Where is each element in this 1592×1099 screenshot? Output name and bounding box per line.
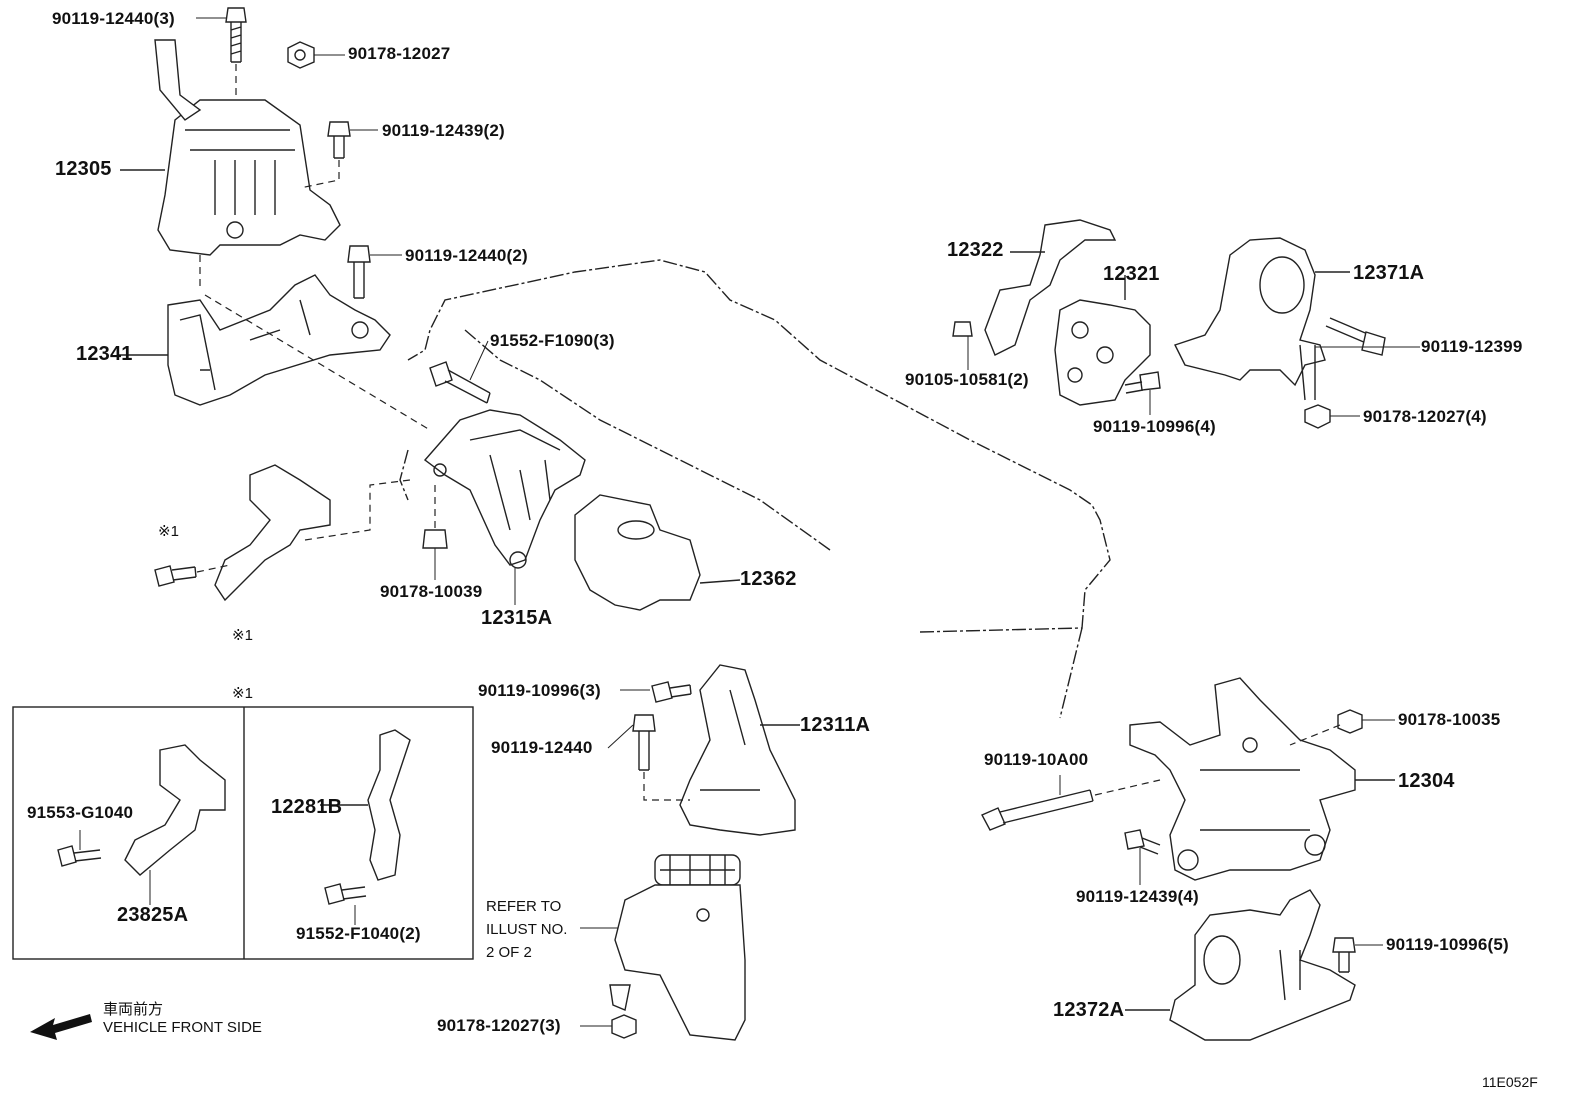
label-12371A: 12371A (1353, 262, 1425, 284)
part-12311A (679, 664, 800, 836)
label-12311A: 12311A (800, 714, 871, 736)
note-mark: ※1 (158, 523, 179, 540)
label-90178-12027-4: 90178-12027(4) (1363, 407, 1487, 426)
figure-code: 11E052F (1482, 1074, 1538, 1090)
bolt-90119-12439-4 (1124, 829, 1161, 855)
nut-90178-12027 (287, 41, 315, 69)
leader-lines (79, 17, 1420, 1027)
part-12372A (1125, 889, 1356, 1041)
front-arrow-icon (30, 1014, 92, 1040)
label-90178-10039: 90178-10039 (380, 582, 483, 601)
nut-90178-10039 (422, 480, 448, 549)
part-12341 (118, 274, 391, 406)
bolt-90119-12399 (1325, 317, 1386, 356)
direction-label-jp: 車両前方 (103, 1001, 164, 1018)
label-90178-10035: 90178-10035 (1398, 710, 1501, 729)
part-shield-left (214, 464, 411, 602)
inset-box (12, 706, 474, 960)
label-12315A: 12315A (481, 607, 553, 629)
refer-line: 2 OF 2 (486, 944, 532, 961)
label-12305: 12305 (55, 158, 112, 180)
dash-12341 (204, 294, 431, 431)
bolt-90119-10996-4 (1124, 371, 1161, 394)
label-90119-10A00: 90119-10A00 (984, 750, 1089, 769)
bolt-90119-10996-3 (651, 681, 692, 703)
refer-line: ILLUST NO. (486, 921, 568, 938)
label-12341: 12341 (76, 343, 133, 365)
label-91552-F1090-3: 91552-F1090(3) (490, 331, 615, 350)
label-90178-12027: 90178-12027 (348, 44, 451, 63)
label-90119-10996-5: 90119-10996(5) (1386, 935, 1509, 954)
label-90119-12399: 90119-12399 (1421, 337, 1523, 356)
label-12281B: 12281B (271, 796, 343, 818)
nut-90178-10035 (1289, 709, 1363, 746)
part-12321 (1054, 275, 1151, 406)
label-91553-G1040: 91553-G1040 (27, 803, 134, 822)
part-12362 (574, 494, 741, 611)
nut-90178-12027-3 (611, 1014, 637, 1039)
bolt-90119-12440 (632, 714, 690, 801)
part-12371A (1174, 237, 1350, 401)
bolt-90119-12439-2 (299, 121, 351, 189)
label-90119-12440: 90119-12440 (491, 738, 593, 757)
label-12372A: 12372A (1053, 999, 1125, 1021)
label-90119-10996-4: 90119-10996(4) (1093, 417, 1216, 436)
label-90119-12440-3: 90119-12440(3) (52, 9, 175, 28)
label-23825A: 23825A (117, 904, 189, 926)
part-12315A (423, 409, 586, 569)
refer-note: REFER TO ILLUST NO. 2 OF 2 (486, 895, 567, 964)
engine-outline (399, 259, 1111, 719)
label-12321: 12321 (1103, 263, 1160, 285)
part-12305 (120, 39, 341, 256)
note-mark: ※1 (232, 685, 253, 702)
bolt-91552-F1090 (429, 361, 491, 404)
bolt-note1 (154, 564, 231, 587)
label-12322: 12322 (947, 239, 1004, 261)
part-12304 (1129, 677, 1395, 881)
bolt-90119-12440-2 (347, 245, 371, 299)
bolt-90119-10A00 (981, 779, 1161, 831)
part-lower-center (609, 854, 746, 1041)
label-90178-12027-3: 90178-12027(3) (437, 1016, 561, 1035)
bolt-90119-12440-3 (225, 7, 247, 100)
label-91552-F1040-2: 91552-F1040(2) (296, 924, 421, 943)
note-mark: ※1 (232, 627, 253, 644)
part-12322 (984, 219, 1117, 356)
label-12304: 12304 (1398, 770, 1455, 792)
nut-90178-12027-4 (1304, 404, 1331, 429)
label-90119-12439-2: 90119-12439(2) (382, 121, 505, 140)
label-90119-12439-4: 90119-12439(4) (1076, 887, 1199, 906)
bolt-90119-10996-5 (1332, 937, 1356, 973)
label-90119-10996-3: 90119-10996(3) (478, 681, 601, 700)
label-12362: 12362 (740, 568, 797, 590)
label-90119-12440-2: 90119-12440(2) (405, 246, 528, 265)
bolt-90105-10581 (952, 321, 973, 337)
refer-line: REFER TO (486, 898, 562, 915)
direction-label-en: VEHICLE FRONT SIDE (103, 1019, 262, 1036)
label-90105-10581-2: 90105-10581(2) (905, 370, 1029, 389)
